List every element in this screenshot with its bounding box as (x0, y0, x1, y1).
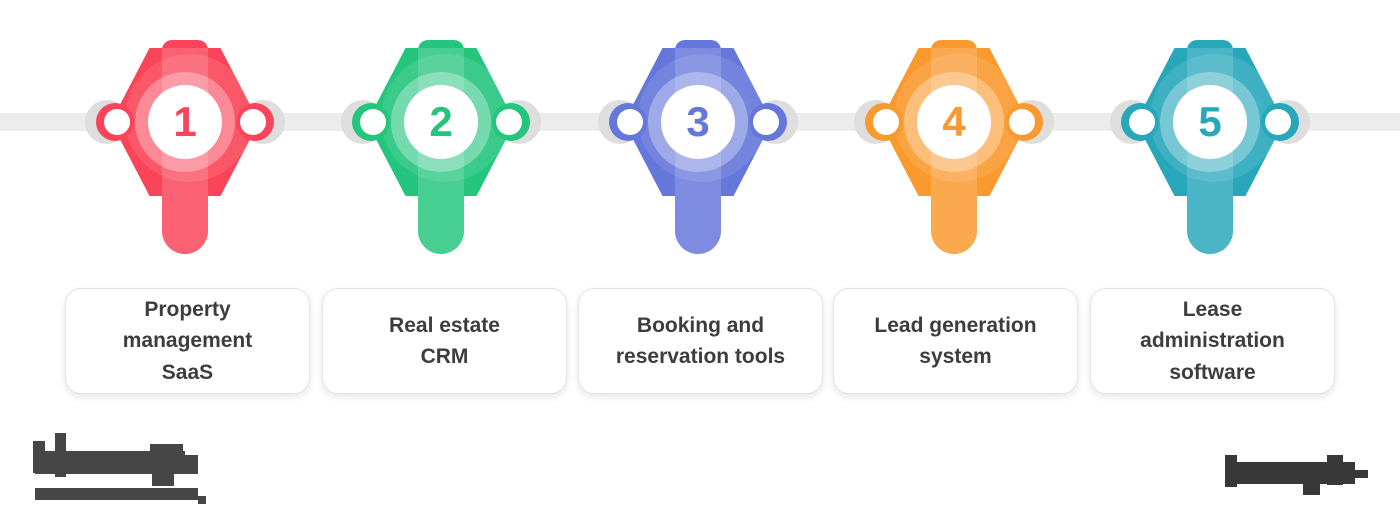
step-card-3: Booking and reservation tools (578, 288, 823, 394)
timeline-marker-1: 1 (75, 0, 295, 270)
step-number-badge: 5 (1173, 85, 1247, 159)
step-number: 3 (686, 98, 710, 145)
connector-dot (360, 109, 386, 135)
connector-dot (753, 109, 779, 135)
connector-dot (873, 109, 899, 135)
step-label: Lead generation system (874, 313, 1037, 369)
step-card-5: Lease administration software (1090, 288, 1335, 394)
connector-dot (240, 109, 266, 135)
connector-dot (617, 109, 643, 135)
connector-dot (1009, 109, 1035, 135)
step-label: Lease administration software (1140, 297, 1285, 384)
connector-dot (104, 109, 130, 135)
connector-dot (1265, 109, 1291, 135)
step-label: Property management SaaS (122, 297, 253, 384)
timeline-marker-4: 4 (844, 0, 1064, 270)
connector-dot (1129, 109, 1155, 135)
step-number: 1 (173, 98, 197, 145)
timeline-marker-3: 3 (588, 0, 808, 270)
step-number: 2 (429, 98, 453, 145)
step-number: 4 (942, 98, 966, 145)
step-label: Booking and reservation tools (615, 313, 786, 369)
connector-dot (496, 109, 522, 135)
step-number-badge: 4 (917, 85, 991, 159)
step-number: 5 (1198, 98, 1222, 145)
step-card-4: Lead generation system (833, 288, 1078, 394)
step-number-badge: 1 (148, 85, 222, 159)
timeline-marker-5: 5 (1100, 0, 1320, 270)
step-number-badge: 3 (661, 85, 735, 159)
step-card-2: Real estate CRM (322, 288, 567, 394)
timeline-marker-2: 2 (331, 0, 551, 270)
step-card-1: Property management SaaS (65, 288, 310, 394)
step-number-badge: 2 (404, 85, 478, 159)
step-label: Real estate CRM (389, 313, 500, 369)
